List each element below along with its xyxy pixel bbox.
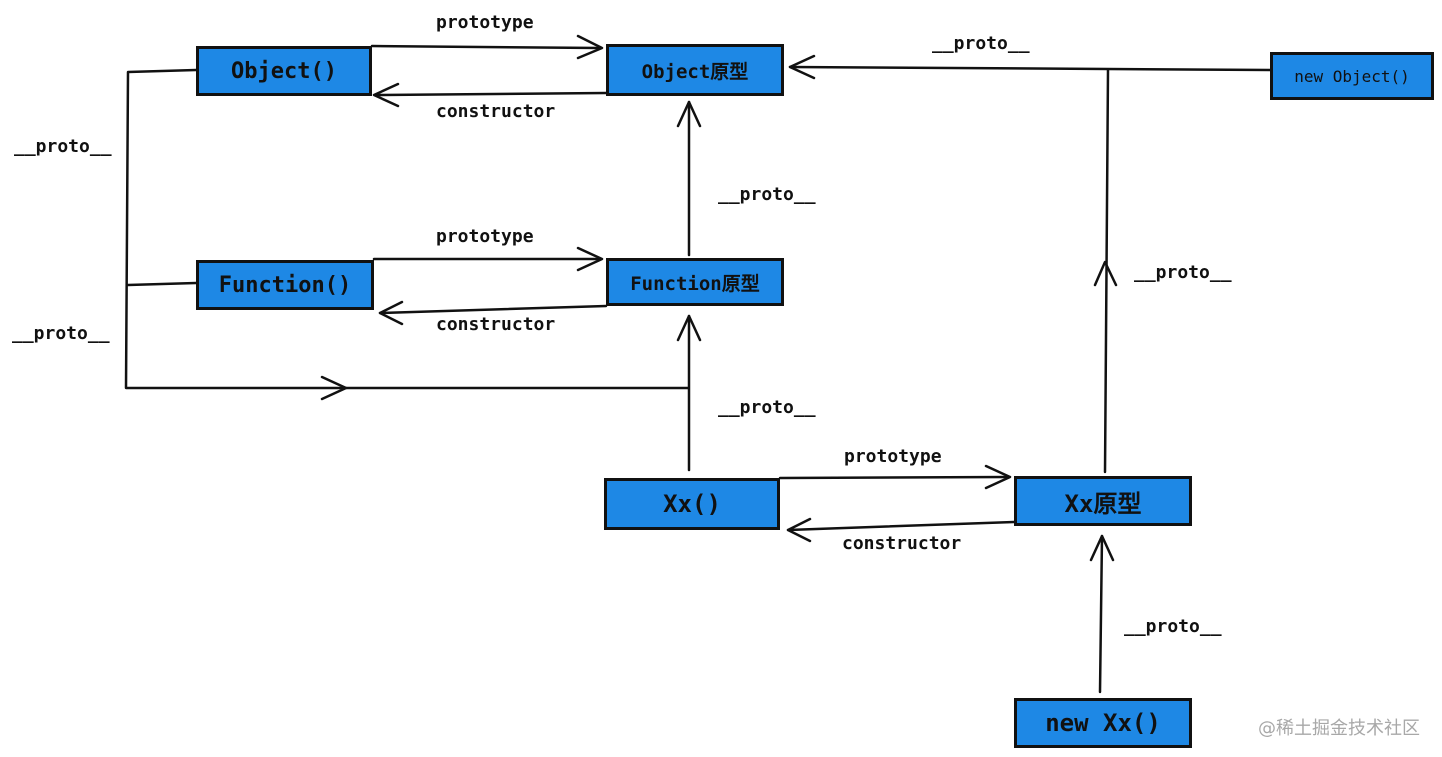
label-prototype-xx: prototype — [844, 446, 942, 467]
label-prototype-object: prototype — [436, 12, 534, 33]
edge-left-bracket-function — [126, 281, 198, 287]
new-xx-node: new Xx() — [1014, 698, 1192, 748]
label-prototype-function: prototype — [436, 226, 534, 247]
edge-object-constructor — [374, 91, 608, 97]
function-constructor-node: Function() — [196, 260, 374, 310]
edge-left-bracket — [124, 68, 690, 390]
label-proto-left-top: __proto__ — [14, 136, 112, 157]
xx-prototype-node: Xx原型 — [1014, 476, 1192, 526]
edge-object-prototype — [370, 44, 602, 50]
label-constructor-xx: constructor — [842, 533, 962, 554]
arrowhead — [576, 246, 604, 272]
new-object-node: new Object() — [1270, 52, 1434, 100]
arrowhead — [676, 314, 702, 342]
arrowhead — [1093, 260, 1118, 287]
arrowhead — [1089, 534, 1115, 562]
arrowhead — [372, 82, 400, 108]
label-proto-left-bottom: __proto__ — [12, 323, 110, 344]
xx-constructor-node: Xx() — [604, 478, 780, 530]
arrowhead — [984, 464, 1012, 490]
label-proto-function-prototype: __proto__ — [718, 184, 816, 205]
object-prototype-node: Object原型 — [606, 44, 784, 96]
label-proto-new-object: __proto__ — [932, 33, 1030, 54]
edge-xx-constructor — [786, 520, 1016, 532]
arrowhead — [576, 34, 604, 60]
label-proto-xx-prototype: __proto__ — [1134, 262, 1232, 283]
edge-xx-proto-proto — [1103, 68, 1110, 474]
edge-new-object-proto — [788, 65, 1272, 72]
function-prototype-node: Function原型 — [606, 258, 784, 306]
edge-xx-prototype — [778, 475, 1010, 480]
watermark: @稀土掘金技术社区 — [1258, 718, 1420, 739]
object-constructor-node: Object() — [196, 46, 372, 96]
arrowhead — [786, 517, 812, 543]
label-proto-xx-constructor: __proto__ — [718, 397, 816, 418]
arrowhead — [378, 300, 404, 326]
arrowhead — [676, 100, 702, 128]
label-constructor-object: constructor — [436, 101, 556, 122]
edge-function-constructor — [378, 304, 608, 315]
arrowhead — [788, 54, 816, 80]
arrowhead — [320, 375, 348, 401]
label-constructor-function: constructor — [436, 314, 556, 335]
label-proto-new-xx: __proto__ — [1124, 616, 1222, 637]
edge-new-xx-proto — [1098, 534, 1104, 694]
